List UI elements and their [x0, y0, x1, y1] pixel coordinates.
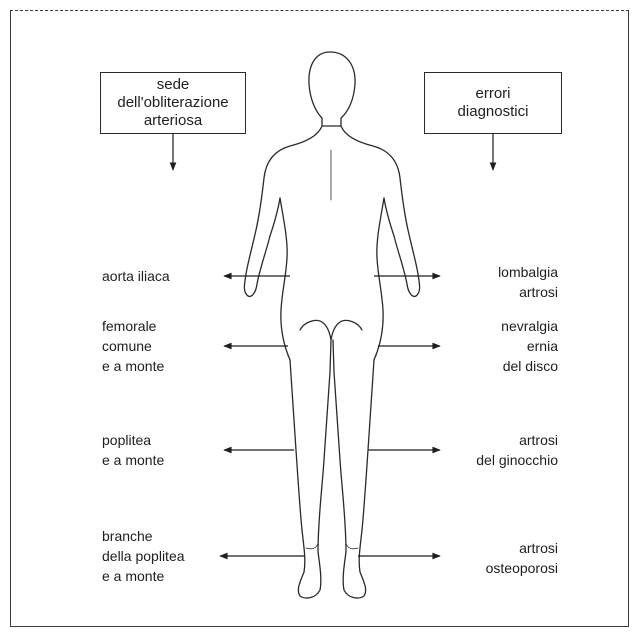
label-popliteal-branches: branche della poplitea e a monte	[102, 526, 185, 586]
label-knee-arthrosis: artrosi del ginocchio	[476, 430, 558, 470]
label-line: branche	[102, 526, 185, 546]
label-neuralgia-hernia: nevralgia ernia del disco	[501, 316, 558, 376]
label-line: del disco	[501, 356, 558, 376]
label-popliteal: poplitea e a monte	[102, 430, 164, 470]
label-line: femorale	[102, 316, 164, 336]
label-line: e a monte	[102, 356, 164, 376]
label-line: artrosi	[476, 430, 558, 450]
label-line: lombalgia	[498, 262, 558, 282]
label-line: artrosi	[498, 282, 558, 302]
label-line: e a monte	[102, 450, 164, 470]
label-line: osteoporosi	[486, 558, 558, 578]
label-line: aorta iliaca	[102, 266, 170, 286]
label-common-femoral: femorale comune e a monte	[102, 316, 164, 376]
label-line: nevralgia	[501, 316, 558, 336]
label-line: ernia	[501, 336, 558, 356]
human-silhouette	[244, 52, 419, 598]
label-line: comune	[102, 336, 164, 356]
label-lumbago-arthrosis: lombalgia artrosi	[498, 262, 558, 302]
label-line: artrosi	[486, 538, 558, 558]
label-aortic-iliac: aorta iliaca	[102, 266, 170, 286]
label-arthrosis-osteoporosis: artrosi osteoporosi	[486, 538, 558, 578]
label-line: e a monte	[102, 566, 185, 586]
label-line: poplitea	[102, 430, 164, 450]
label-line: della poplitea	[102, 546, 185, 566]
label-line: del ginocchio	[476, 450, 558, 470]
